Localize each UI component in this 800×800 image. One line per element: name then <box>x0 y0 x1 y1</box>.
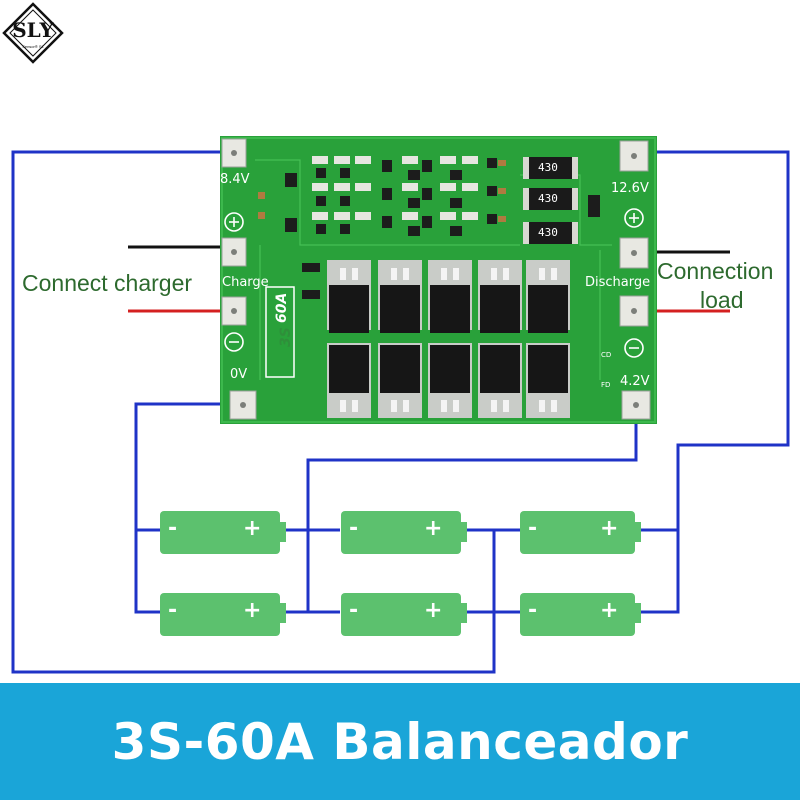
connect-charger-label: Connect charger <box>22 270 193 296</box>
brand-logo: SLY Sensor® SL <box>4 4 62 62</box>
mosfet <box>380 285 420 333</box>
wire-126v-to-right-stack <box>635 150 790 614</box>
battery-cell <box>160 593 280 636</box>
bms-board <box>220 136 657 424</box>
cell-plus: + <box>243 598 262 623</box>
terminal-label-charge: Charge <box>222 275 269 290</box>
resistor-2 <box>523 188 578 210</box>
mosfet <box>480 345 520 393</box>
cell-minus: - <box>349 516 359 541</box>
wire-0v-to-left-stack <box>134 402 243 614</box>
terminal-label-42v: 4.2V <box>620 374 650 389</box>
plus-circle-right <box>624 208 644 228</box>
cell-plus: + <box>424 516 443 541</box>
battery-pack <box>160 511 641 636</box>
resistor-label: 430 <box>538 226 558 239</box>
mosfet <box>329 285 369 333</box>
mark-fd: FD <box>601 381 611 389</box>
mosfet <box>380 345 420 393</box>
terminal-label-126v: 12.6V <box>611 181 649 196</box>
mosfet <box>528 285 568 333</box>
plus-circle-left <box>224 212 244 232</box>
minus-circle-right <box>624 338 644 358</box>
battery-cell <box>520 593 635 636</box>
model-badge <box>265 286 295 378</box>
minus-circle-left <box>224 332 244 352</box>
mosfet-array <box>265 260 570 418</box>
logo-letters: SLY <box>12 18 54 42</box>
resistor-label: 430 <box>538 192 558 205</box>
terminal-label-84v: 8.4V <box>220 172 250 187</box>
connection-load-label-line1: Connection <box>657 258 774 284</box>
title-banner: 3S-60A Balanceador <box>0 683 800 800</box>
cell-minus: - <box>349 598 359 623</box>
mosfet <box>480 285 520 333</box>
battery-cell <box>341 511 461 554</box>
resistor-1 <box>523 157 578 179</box>
model-label-3s: 3S <box>278 327 294 347</box>
terminal-label-discharge: Discharge <box>585 275 651 290</box>
cell-plus: + <box>243 516 262 541</box>
cell-minus: - <box>528 516 538 541</box>
logo-subtitle: Sensor® SL <box>22 44 44 49</box>
pad-discharge-neg <box>619 237 649 269</box>
battery-cell <box>520 511 635 554</box>
mosfet <box>430 285 470 333</box>
polarity-symbols <box>224 208 644 358</box>
cell-plus: + <box>600 516 619 541</box>
mosfet <box>528 345 568 393</box>
wire-84v-to-last-minus <box>11 150 496 674</box>
mark-cd: CD <box>601 351 612 359</box>
blue-wires <box>11 150 790 674</box>
resistor-label: 430 <box>538 161 558 174</box>
resistor-3 <box>523 222 578 244</box>
banner-title: 3S-60A Balanceador <box>111 712 689 771</box>
connection-load-label-line2: load <box>700 287 744 313</box>
logo-emblem <box>2 2 64 64</box>
cell-plus: + <box>424 598 443 623</box>
battery-cell <box>341 593 461 636</box>
mosfet <box>329 345 369 393</box>
wire-42v-to-mid-stack <box>284 404 638 614</box>
cell-minus: - <box>168 516 178 541</box>
mosfet <box>430 345 470 393</box>
smd-components <box>255 156 612 380</box>
cell-minus: - <box>528 598 538 623</box>
cell-minus: - <box>168 598 178 623</box>
terminal-label-0v: 0V <box>230 367 248 382</box>
cell-plus: + <box>600 598 619 623</box>
shunt-resistors <box>523 157 578 244</box>
model-label-60a: 60A <box>274 292 290 323</box>
battery-cell <box>160 511 280 554</box>
